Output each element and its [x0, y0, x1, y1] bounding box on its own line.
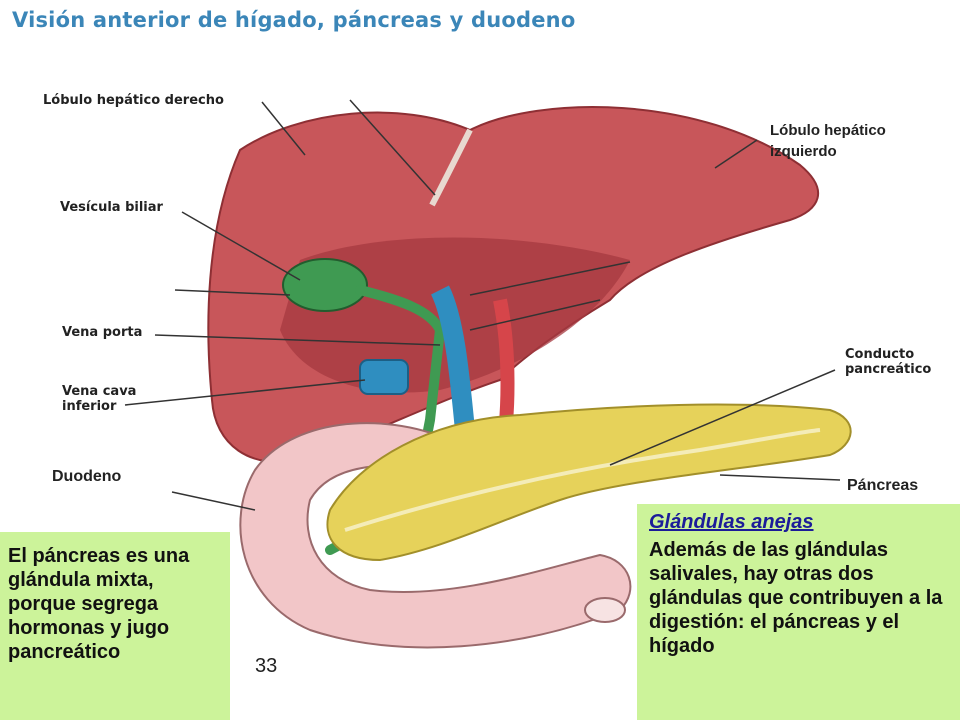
- label-vena-porta: Vena porta: [62, 325, 143, 340]
- gallbladder: [282, 258, 368, 312]
- pancreas-info-text: El páncreas es una glándula mixta, porqu…: [8, 545, 190, 663]
- leader-lines: [124, 99, 841, 511]
- jejunum-opening: [584, 597, 626, 623]
- label-conducto: Conducto pancreático: [845, 347, 931, 377]
- duodenum: [239, 422, 632, 649]
- glandulas-anejas-heading: Glándulas anejas: [649, 511, 814, 533]
- label-lobulo-izquierdo-line2: izquierdo: [770, 143, 837, 160]
- pancreas-info-box: El páncreas es una glándula mixta, porqu…: [0, 532, 230, 720]
- label-vena-cava: Vena cava inferior: [62, 384, 136, 414]
- vena-cava: [359, 359, 409, 395]
- diagram-title: Visión anterior de hígado, páncreas y du…: [12, 8, 576, 32]
- pancreatic-duct: [344, 428, 821, 532]
- label-pancreas: Páncreas: [847, 477, 919, 494]
- falciform-ligament: [429, 128, 473, 207]
- label-vena-cava-line2: inferior: [62, 399, 117, 414]
- glandulas-anejas-text: Además de las glándulas salivales, hay o…: [649, 539, 943, 657]
- label-lobulo-izquierdo: Lóbulo hepático izquierdo: [770, 120, 886, 162]
- label-conducto-line2: pancreático: [845, 362, 932, 377]
- label-vesicula: Vesícula biliar: [60, 200, 163, 215]
- page-number: 33: [255, 655, 278, 677]
- label-lobulo-izquierdo-line1: Lóbulo hepático: [770, 122, 886, 139]
- label-vena-cava-line1: Vena cava: [62, 384, 137, 399]
- pancreas: [326, 403, 852, 562]
- portal-vein: [430, 285, 475, 431]
- glandulas-anejas-box: Glándulas anejas Además de las glándulas…: [637, 504, 960, 720]
- label-duodeno: Duodeno: [52, 468, 122, 485]
- label-lobulo-derecho: Lóbulo hepático derecho: [43, 93, 224, 108]
- label-conducto-line1: Conducto: [845, 347, 915, 362]
